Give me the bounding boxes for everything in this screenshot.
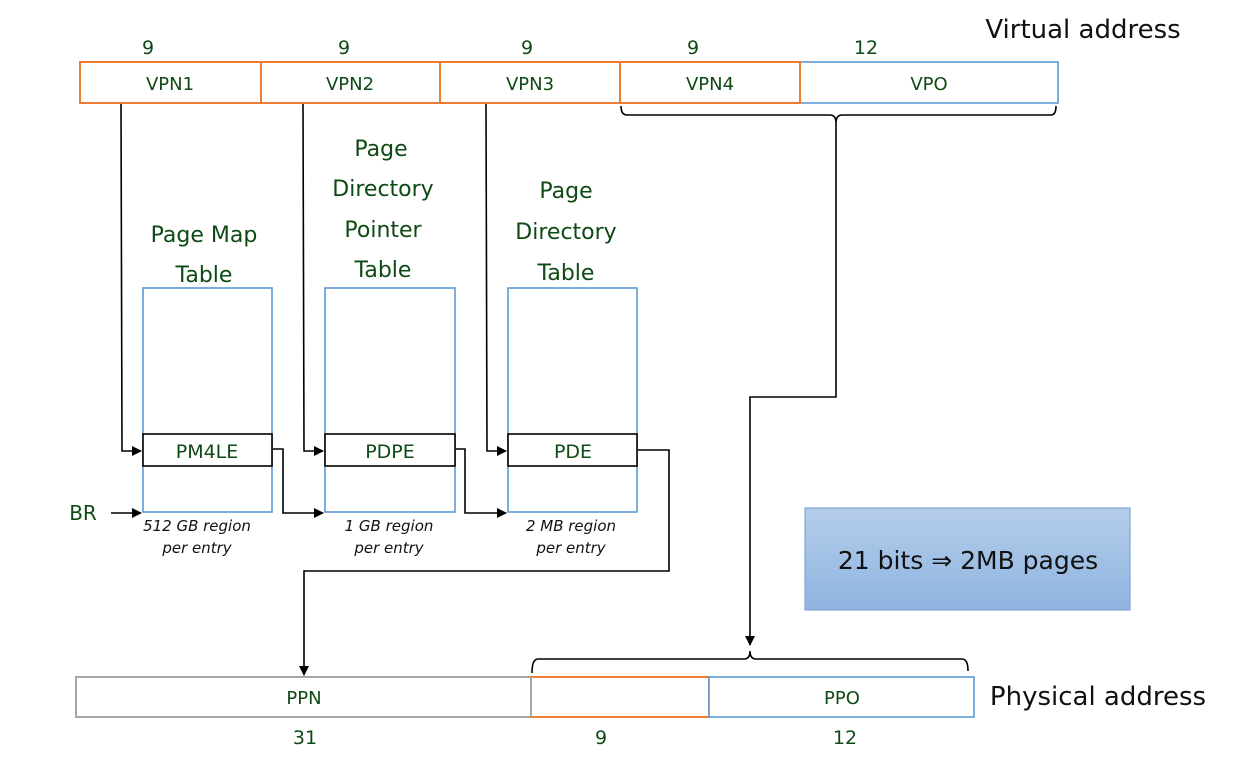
callout-text: 21 bits ⇒ 2MB pages [838,546,1098,575]
pa-field-ppn: PPN [286,688,321,709]
pdt-title-line2: Directory [515,220,616,245]
pml4-title-line2: Table [175,263,233,288]
va-field-vpn1-box [79,61,262,104]
pdt-title-line3: Table [537,261,595,286]
pdpt-title-line3: Pointer [344,218,422,243]
pdpt-title-line1: Page [354,137,407,162]
vpn1-index-arrow [120,103,142,456]
pdpt-title-line4: Table [354,258,412,283]
vpn3-index-arrow [485,103,507,456]
pdt-table: PDE [507,287,638,513]
va-field-vpn3: VPN3 [506,74,554,95]
va-field-vpn2-box [260,61,441,104]
va-field-vpo-box [799,61,1059,104]
virtual-address-label: Virtual address [985,15,1180,45]
pdt-entry: PDE [554,441,592,463]
pml4-table-box [142,287,273,513]
pa-field-ppo: PPO [824,688,860,709]
pa-field-ppo-box [708,676,975,718]
pdt-entry-box [507,433,638,467]
pa-bits-ppo: 12 [833,727,857,749]
callout-box [804,507,1131,611]
pa-field-ppn-box [75,676,532,718]
pdpt-entry-box [324,433,456,467]
physical-address-fields: PPN PPO 31 9 12 [75,676,975,749]
va-field-vpn4-box [619,61,801,104]
base-register-label: BR [69,501,97,525]
va-bits-vpn1: 9 [142,37,154,59]
pde-to-ppn-arrow [299,449,670,676]
pml4-entry-box [142,433,273,467]
pa-bits-middle: 9 [595,727,607,749]
pa-bits-ppn: 31 [293,727,317,749]
va-bits-vpn3: 9 [521,37,533,59]
va-bits-vpn2: 9 [338,37,350,59]
pdt-caption-line1: 2 MB region [526,517,616,535]
physical-address-label: Physical address [990,682,1206,712]
va-field-vpn4: VPN4 [686,74,734,95]
pdpt-caption-line2: per entry [353,539,424,557]
va-offset-brace [620,105,1057,124]
pdpt-caption-line1: 1 GB region [345,517,434,535]
virtual-address-fields: VPN1 VPN2 VPN3 VPN4 VPO 9 9 9 9 12 [79,37,1059,104]
pml4-table: PM4LE [142,287,273,513]
pml4-entry: PM4LE [176,441,239,463]
va-field-vpn1: VPN1 [146,74,194,95]
va-field-vpn2: VPN2 [326,74,374,95]
table-captions: 512 GB region per entry 1 GB region per … [143,517,616,557]
pdpt-table-box [324,287,456,513]
pml4-title-line1: Page Map [151,223,258,248]
va-bits-vpo: 12 [854,37,878,59]
pdt-table-box [507,287,638,513]
pdpe-to-pdt-arrow [456,448,507,518]
pml4-caption-line1: 512 GB region [143,517,251,535]
vpn2-index-arrow [302,103,324,456]
pml4-caption-line2: per entry [161,539,232,557]
va-field-vpn3-box [439,61,621,104]
va-field-vpo: VPO [910,74,947,95]
pdt-caption-line2: per entry [535,539,606,557]
pa-field-middle-box [530,676,710,718]
va-bits-vpn4: 9 [687,37,699,59]
pdt-title-line1: Page [539,179,592,204]
pdpt-entry: PDPE [365,441,415,463]
offset-copy-arrow [745,123,837,646]
pdpt-table: PDPE [324,287,456,513]
pa-offset-brace [531,650,969,674]
table-titles: Page Map Table Page Directory Pointer Ta… [151,137,617,288]
pdpt-title-line2: Directory [332,177,433,202]
pml4e-to-pdpt-arrow [273,448,324,518]
